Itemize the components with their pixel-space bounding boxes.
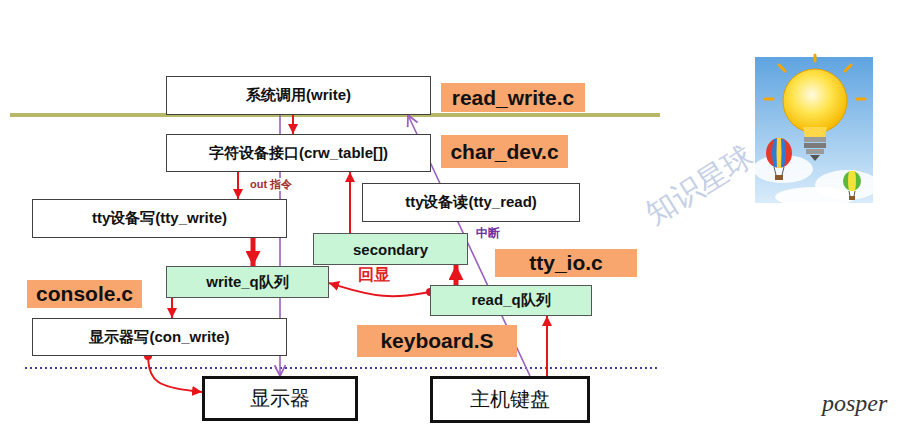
source-file-tag: tty_io.c — [495, 249, 637, 277]
device-box: 显示器 — [202, 376, 358, 421]
node-text: secondary — [353, 241, 428, 258]
cloud — [775, 187, 855, 207]
process-box: tty设备读(tty_read) — [362, 183, 580, 222]
flow-arrow — [251, 238, 256, 266]
bulb-base — [804, 143, 826, 148]
node-text: 字符设备接口(crw_table[]) — [209, 144, 388, 163]
flow-arrow — [171, 298, 173, 318]
queue-box: write_q队列 — [166, 266, 329, 298]
hardware-boundary-line — [25, 367, 660, 369]
process-box: 字符设备接口(crw_table[]) — [166, 134, 431, 172]
queue-box: secondary — [313, 233, 468, 265]
bulb-tip — [810, 155, 820, 161]
flow-arrow — [546, 316, 548, 376]
device-box: 主机键盘 — [430, 376, 590, 423]
edge-label: 回显 — [356, 265, 392, 284]
edge-label: out 指令 — [248, 178, 294, 191]
source-file-tag: console.c — [27, 280, 142, 308]
node-text: 系统调用(write) — [246, 86, 351, 105]
author-signature: posper — [822, 390, 887, 417]
process-box: tty设备写(tty_write) — [32, 199, 287, 238]
watermark: 知识星球 — [638, 136, 761, 234]
lightbulb-illustration — [753, 55, 879, 207]
queue-box: read_q队列 — [430, 285, 592, 316]
flow-arrow — [329, 283, 430, 296]
balloon — [843, 171, 861, 200]
flow-arrow — [292, 115, 294, 134]
bulb-glass — [783, 69, 847, 133]
source-file-tag: char_dev.c — [441, 135, 568, 168]
edge-label: 中断 — [474, 226, 502, 240]
flow-arrow — [454, 265, 459, 285]
node-text: 显示器写(con_write) — [89, 328, 229, 347]
source-file-tag: keyboard.S — [357, 325, 517, 357]
node-text: 主机键盘 — [470, 386, 550, 413]
node-text: char_dev.c — [450, 140, 558, 164]
node-text: console.c — [36, 282, 133, 306]
balloon — [766, 138, 792, 180]
bulb-base — [806, 149, 824, 154]
node-text: 显示器 — [250, 385, 310, 412]
node-text: tty_io.c — [529, 251, 603, 275]
process-box: 显示器写(con_write) — [32, 318, 287, 356]
flow-arrow — [148, 356, 202, 392]
node-text: read_q队列 — [471, 291, 550, 310]
node-text: tty设备读(tty_read) — [405, 193, 537, 212]
process-box: 系统调用(write) — [166, 76, 431, 115]
source-file-tag: read_write.c — [441, 83, 585, 112]
node-text: write_q队列 — [206, 273, 289, 292]
bulb-neck — [803, 127, 827, 137]
flow-arrow — [349, 172, 351, 233]
node-text: read_write.c — [452, 86, 575, 110]
node-text: tty设备写(tty_write) — [92, 209, 227, 228]
node-text: keyboard.S — [380, 329, 493, 353]
flow-arrow — [237, 172, 239, 199]
bulb-base — [804, 137, 826, 142]
